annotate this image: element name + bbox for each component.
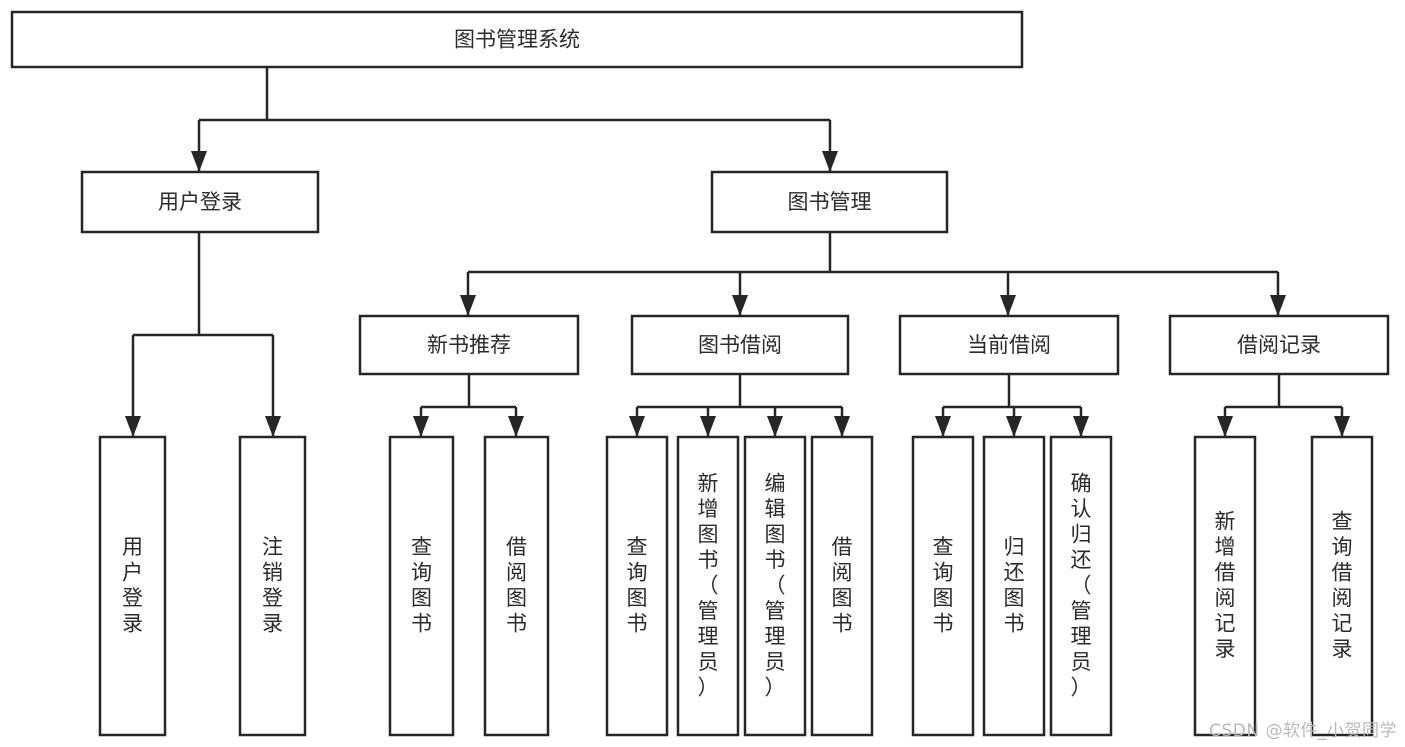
leaf-node-box[interactable]: [238, 435, 307, 737]
leaf-node-box[interactable]: [1049, 435, 1113, 737]
leaf-node-box[interactable]: [810, 435, 874, 737]
level3-node-box[interactable]: [1168, 314, 1390, 376]
level3-node-box[interactable]: [630, 314, 850, 376]
leaf-node-label: 查询借阅记录: [1332, 510, 1353, 662]
leaf-node-label: 借阅图书: [832, 535, 853, 636]
nodes-layer: 图书管理系统用户登录图书管理新书推荐图书借阅当前借阅借阅记录用户登录注销登录查询…: [10, 10, 1390, 737]
level3-node-box[interactable]: [358, 314, 580, 376]
leaf-node-box[interactable]: [483, 435, 550, 737]
leaf-node-label: 查询图书: [933, 535, 954, 636]
leaf-node-label: 查询图书: [627, 535, 648, 636]
leaf-node-label: 查询图书: [411, 535, 432, 636]
level2-node-box[interactable]: [710, 170, 949, 234]
level2-node-box[interactable]: [80, 170, 320, 234]
level3-node-label: 新书推荐: [427, 333, 511, 357]
leaf-node-label: 借阅图书: [506, 535, 527, 636]
leaf-node-1[interactable]: 注销登录: [238, 435, 307, 737]
level3-node-0[interactable]: 新书推荐: [358, 314, 580, 376]
level2-node-0[interactable]: 用户登录: [80, 170, 320, 234]
leaf-node-box[interactable]: [982, 435, 1046, 737]
arrow-head-1-1: [265, 416, 281, 437]
leaf-node-label: 编辑图书（管理员）: [765, 471, 786, 699]
level3-node-box[interactable]: [898, 314, 1120, 376]
root-node-box[interactable]: [10, 10, 1024, 69]
arrow-head-1-0: [125, 416, 141, 437]
leaf-node-label: 确认归还（管理员）: [1071, 471, 1092, 699]
leaf-node-6[interactable]: 编辑图书（管理员）: [743, 435, 807, 737]
level2-node-1[interactable]: 图书管理: [710, 170, 949, 234]
leaf-node-label: 注销登录: [262, 535, 283, 636]
arrow-head-6-1: [1334, 416, 1350, 437]
leaf-node-box[interactable]: [1310, 435, 1374, 737]
leaf-node-2[interactable]: 查询图书: [388, 435, 455, 737]
level3-node-2[interactable]: 当前借阅: [898, 314, 1120, 376]
leaf-node-box[interactable]: [98, 435, 167, 737]
leaf-node-4[interactable]: 查询图书: [605, 435, 669, 737]
level3-node-1[interactable]: 图书借阅: [630, 314, 850, 376]
arrow-head-5-2: [1073, 416, 1089, 437]
leaf-node-box[interactable]: [388, 435, 455, 737]
level3-node-label: 借阅记录: [1237, 333, 1321, 357]
root-node-label: 图书管理系统: [454, 28, 580, 52]
level3-node-label: 当前借阅: [967, 333, 1051, 357]
arrow-head-6-0: [1217, 416, 1233, 437]
leaf-node-box[interactable]: [743, 435, 807, 737]
arrow-head-0-0: [191, 151, 207, 172]
arrow-head-4-2: [767, 416, 783, 437]
leaf-node-10[interactable]: 确认归还（管理员）: [1049, 435, 1113, 737]
leaf-node-5[interactable]: 新增图书（管理员）: [676, 435, 740, 737]
leaf-node-box[interactable]: [1193, 435, 1257, 737]
arrow-head-4-3: [834, 416, 850, 437]
level3-node-3[interactable]: 借阅记录: [1168, 314, 1390, 376]
leaf-node-label: 新增图书（管理员）: [698, 471, 719, 699]
arrow-head-5-1: [1006, 416, 1022, 437]
leaf-node-label: 归还图书: [1004, 535, 1025, 636]
leaf-node-11[interactable]: 新增借阅记录: [1193, 435, 1257, 737]
level3-node-label: 图书借阅: [698, 333, 782, 357]
arrow-head-5-0: [935, 416, 951, 437]
connectors-layer: [125, 67, 1350, 437]
leaf-node-box[interactable]: [605, 435, 669, 737]
arrow-head-4-0: [629, 416, 645, 437]
level2-node-label: 用户登录: [158, 190, 242, 214]
leaf-node-label: 用户登录: [122, 535, 143, 636]
leaf-node-3[interactable]: 借阅图书: [483, 435, 550, 737]
arrow-head-3-0: [413, 416, 429, 437]
level2-node-label: 图书管理: [788, 190, 872, 214]
root-node-0[interactable]: 图书管理系统: [10, 10, 1024, 69]
arrow-head-2-3: [1270, 295, 1286, 316]
leaf-node-box[interactable]: [911, 435, 975, 737]
leaf-node-0[interactable]: 用户登录: [98, 435, 167, 737]
leaf-node-8[interactable]: 查询图书: [911, 435, 975, 737]
arrow-head-0-1: [822, 151, 838, 172]
arrow-head-4-1: [700, 416, 716, 437]
leaf-node-7[interactable]: 借阅图书: [810, 435, 874, 737]
leaf-node-box[interactable]: [676, 435, 740, 737]
arrow-head-3-1: [508, 416, 524, 437]
leaf-node-12[interactable]: 查询借阅记录: [1310, 435, 1374, 737]
leaf-node-label: 新增借阅记录: [1215, 510, 1236, 662]
arrow-head-2-2: [1000, 295, 1016, 316]
arrow-head-2-0: [460, 295, 476, 316]
arrow-head-2-1: [732, 295, 748, 316]
leaf-node-9[interactable]: 归还图书: [982, 435, 1046, 737]
